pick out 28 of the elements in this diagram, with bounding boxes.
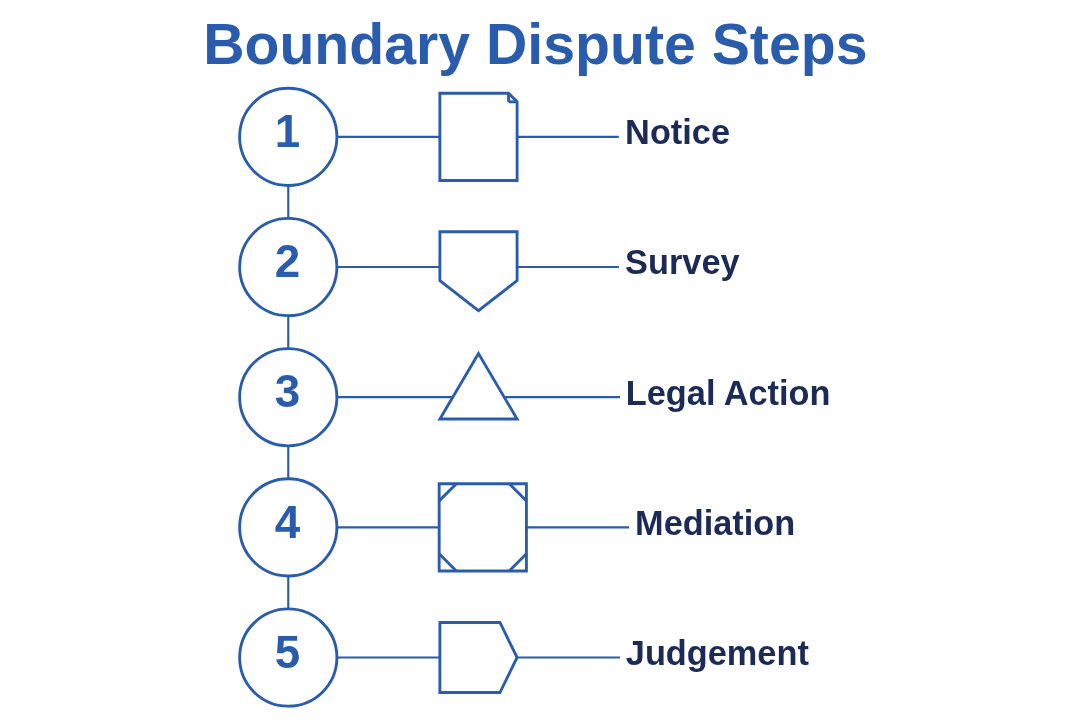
node-text: Notice: [625, 113, 730, 152]
node-circle: 1: [238, 86, 339, 187]
connector: [287, 185, 290, 219]
node-text: Legal Action: [625, 373, 831, 412]
connector: [517, 656, 621, 659]
connector: [336, 265, 440, 269]
node-picture: [438, 621, 519, 694]
connector: [336, 135, 440, 138]
node-circle: 4: [238, 477, 339, 578]
node-text: Mediation: [635, 503, 796, 542]
node-text: Survey: [625, 243, 740, 282]
connector: [517, 135, 619, 138]
node-circle: 2: [238, 216, 339, 318]
connector: [287, 315, 290, 349]
connector: [526, 526, 630, 529]
connector: [336, 656, 440, 659]
connector: [517, 265, 619, 269]
node-picture: [437, 350, 520, 421]
node-text: Judgement: [625, 633, 809, 672]
connector: [336, 396, 453, 399]
diagram-title: Boundary Dispute Steps: [203, 11, 868, 76]
node-picture: [438, 230, 519, 313]
connector: [287, 446, 290, 479]
node-circle: 3: [238, 347, 339, 448]
connector: [504, 396, 621, 399]
connector: [336, 526, 439, 529]
node-circle: 5: [238, 607, 339, 708]
connector: [287, 576, 290, 609]
